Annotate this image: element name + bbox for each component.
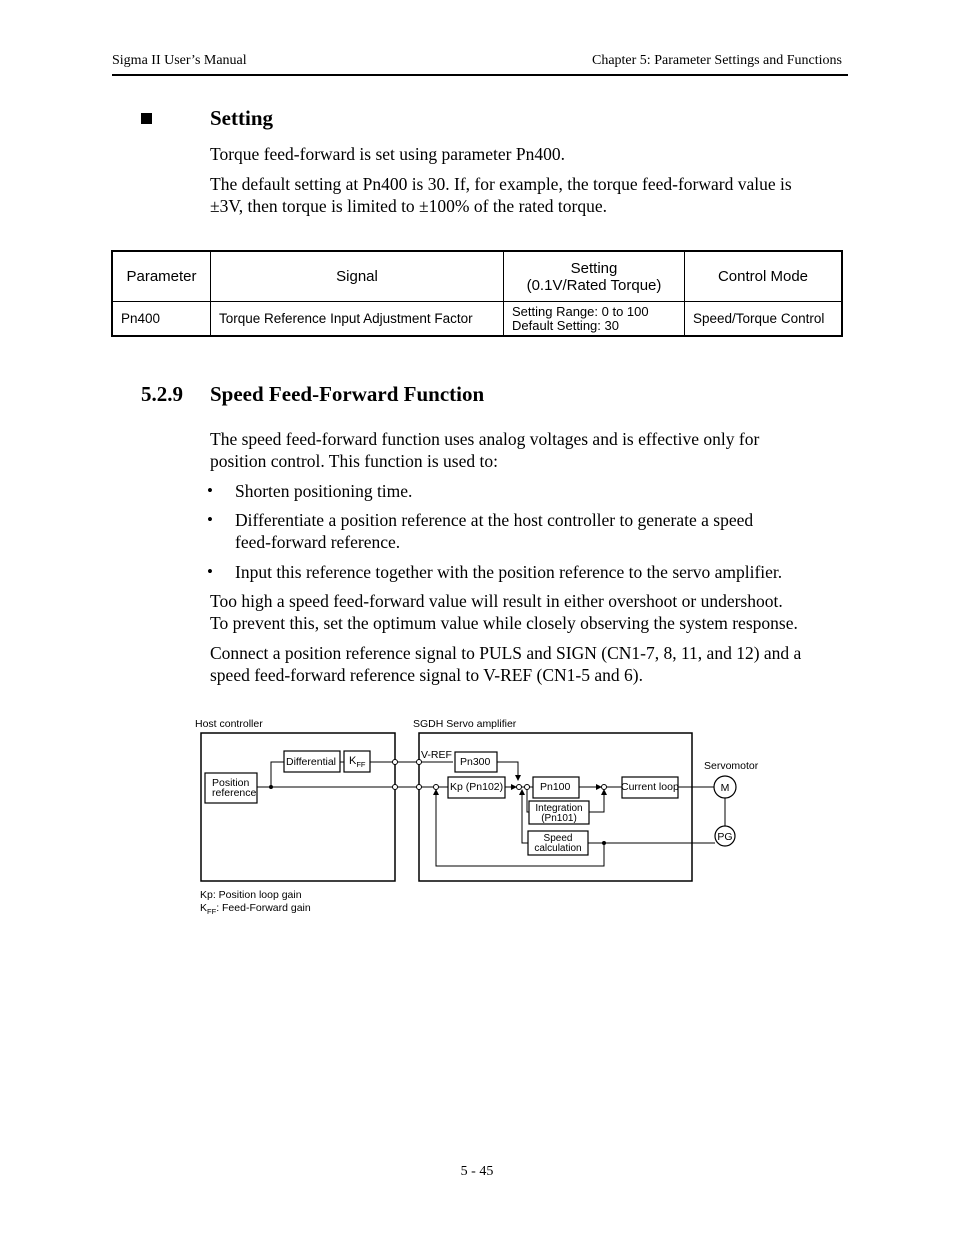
header-signal: Signal: [210, 250, 504, 302]
pn100-label: Pn100: [540, 781, 571, 793]
servo-amplifier-box: [418, 732, 693, 882]
bullet-1-text: Shorten positioning time.: [235, 481, 413, 501]
setting-para-2-line-1: The default setting at Pn400 is 30. If, …: [210, 174, 792, 194]
host-controller-box: [200, 732, 396, 882]
bullet-3-text: Input this reference together with the p…: [235, 562, 783, 582]
setting-para-1: Torque feed-forward is set using paramet…: [210, 144, 565, 164]
setting-para-2-line-2: ±3V, then torque is limited to ±100% of …: [210, 196, 608, 216]
torque-summing-point: [601, 784, 607, 790]
intro-line-1: The speed feed-forward function uses ana…: [210, 429, 760, 449]
cell-setting-range: Setting Range: 0 to 100: [512, 303, 649, 319]
bullet-2-line-2: feed-forward reference.: [235, 532, 401, 552]
current-loop-label: Current loop: [621, 781, 679, 793]
cell-parameter: Pn400: [111, 301, 211, 337]
servo-amplifier-label: SGDH Servo amplifier: [413, 718, 517, 730]
legend-kff-text: : Feed-Forward gain: [216, 902, 311, 914]
connector-terminal: [416, 759, 422, 765]
header-control-mode: Control Mode: [684, 250, 843, 302]
pg-encoder-icon: [714, 825, 736, 847]
host-controller-label: Host controller: [195, 718, 263, 730]
pn300-label: Pn300: [460, 756, 491, 768]
legend-kp: Kp: Position loop gain: [200, 889, 302, 901]
position-reference-block: [204, 772, 258, 804]
speed-calc-line-1: Speed: [544, 833, 573, 844]
integration-line-1: Integration: [535, 803, 582, 814]
cell-control-mode: Speed/Torque Control: [684, 301, 843, 337]
svg-text:KFF: Feed-Forward gain: KFF: Feed-Forward gain: [200, 902, 311, 916]
motor-label: M: [721, 782, 730, 794]
speed-summing-point: [516, 784, 522, 790]
bullet-2-line-1: Differentiate a position reference at th…: [235, 510, 754, 530]
kff-subscript: FF: [356, 760, 366, 769]
pg-label: PG: [717, 831, 732, 843]
position-reference-line-1: Position: [212, 777, 250, 789]
cell-setting: Setting Range: 0 to 100 Default Setting:…: [503, 301, 685, 337]
vref-label: V-REF: [421, 749, 452, 761]
differential-label: Differential: [286, 756, 336, 768]
connector-terminal: [392, 784, 398, 790]
connect-para-line-2: speed feed-forward reference signal to V…: [210, 665, 643, 685]
connector-terminal: [392, 759, 398, 765]
speed-calc-line-2: calculation: [534, 843, 581, 854]
square-bullet-icon: [141, 113, 152, 124]
table-row: Pn400 Torque Reference Input Adjustment …: [111, 301, 843, 337]
header-manual-title: Sigma II User’s Manual: [112, 53, 247, 68]
cell-setting-default: Default Setting: 30: [512, 317, 619, 333]
parameter-table: Parameter Signal Setting (0.1V/Rated Tor…: [111, 250, 843, 337]
bullet-2-marker: •: [207, 510, 213, 529]
integration-line-2: (Pn101): [541, 813, 577, 824]
legend-kff-k: K: [200, 902, 207, 914]
header-setting: Setting (0.1V/Rated Torque): [503, 250, 685, 302]
setting-heading: Setting: [210, 106, 273, 130]
speed-calculation-block: [527, 830, 589, 856]
kff-k: K: [349, 755, 357, 767]
legend-kff-subscript: FF: [207, 907, 217, 916]
speed-summing-point: [524, 784, 530, 790]
speed-feedback-line: [519, 789, 528, 844]
diff-feed-line: [270, 761, 284, 787]
overshoot-para-line-1: Too high a speed feed-forward value will…: [210, 591, 783, 611]
header-rule: [112, 74, 848, 76]
svg-text:KFF: KFF: [349, 755, 366, 769]
section-number: 5.2.9: [141, 382, 183, 406]
connect-para-line-1: Connect a position reference signal to P…: [210, 643, 802, 663]
position-reference-line-2: reference: [212, 787, 257, 799]
kp-label: Kp (Pn102): [450, 781, 503, 793]
connector-terminal: [416, 784, 422, 790]
header-chapter-title: Chapter 5: Parameter Settings and Functi…: [591, 53, 842, 68]
position-feedback-line: [433, 789, 605, 867]
integration-output-line: [589, 789, 607, 813]
servomotor-label: Servomotor: [704, 760, 759, 772]
section-title: Speed Feed-Forward Function: [210, 382, 485, 406]
bullet-3-marker: •: [207, 562, 213, 581]
table-header-row: Parameter Signal Setting (0.1V/Rated Tor…: [111, 250, 843, 302]
cell-signal: Torque Reference Input Adjustment Factor: [210, 301, 504, 337]
page-number: 5 - 45: [460, 1164, 494, 1179]
overshoot-para-line-2: To prevent this, set the optimum value w…: [210, 613, 798, 633]
intro-line-2: position control. This function is used …: [210, 451, 498, 471]
header-setting-line-2: (0.1V/Rated Torque): [526, 276, 662, 294]
position-summing-point: [433, 784, 439, 790]
pn300-output-line: [497, 761, 521, 781]
header-setting-line-1: Setting: [570, 259, 618, 277]
bullet-1-marker: •: [207, 481, 213, 500]
